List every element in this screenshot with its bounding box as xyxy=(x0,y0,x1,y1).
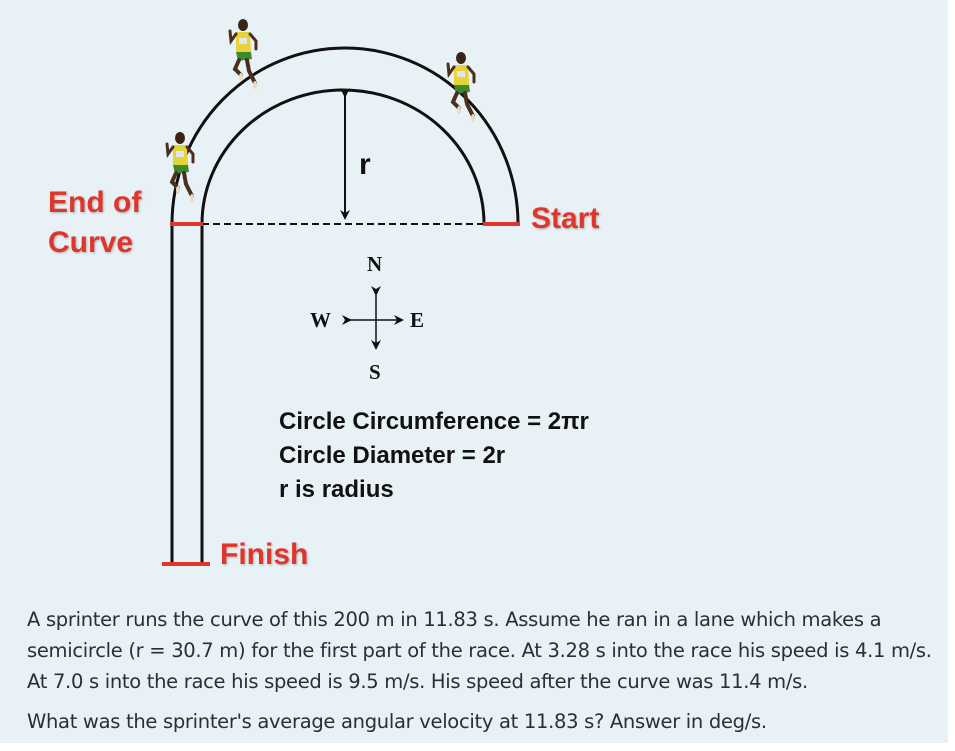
circumference-formula: Circle Circumference = 2πr xyxy=(279,408,589,435)
inner-lane-arc xyxy=(200,88,486,225)
finish-label: Finish xyxy=(220,538,309,571)
start-label: Start xyxy=(531,202,600,235)
compass-north-label: N xyxy=(367,252,383,276)
end-of-curve-label-line2: Curve xyxy=(48,226,134,259)
end-of-curve-label-line1: End of xyxy=(48,186,142,219)
problem-question: What was the sprinter's average angular … xyxy=(27,710,767,733)
radius-definition: r is radius xyxy=(279,476,394,503)
compass-arrows xyxy=(342,286,404,350)
runner-figure-top-left xyxy=(228,17,259,91)
diameter-formula: Circle Diameter = 2r xyxy=(279,442,506,469)
radius-label: r xyxy=(359,148,371,181)
problem-text: A sprinter runs the curve of this 200 m … xyxy=(27,604,937,737)
runner-figure-end-of-curve xyxy=(165,130,196,204)
outer-lane-arc xyxy=(170,46,520,225)
compass-west-label: W xyxy=(310,308,331,332)
problem-paragraph: A sprinter runs the curve of this 200 m … xyxy=(27,608,932,693)
end-of-curve-label: End of Curve xyxy=(48,183,141,263)
compass-south-label: S xyxy=(369,360,381,384)
compass-east-label: E xyxy=(410,308,425,332)
